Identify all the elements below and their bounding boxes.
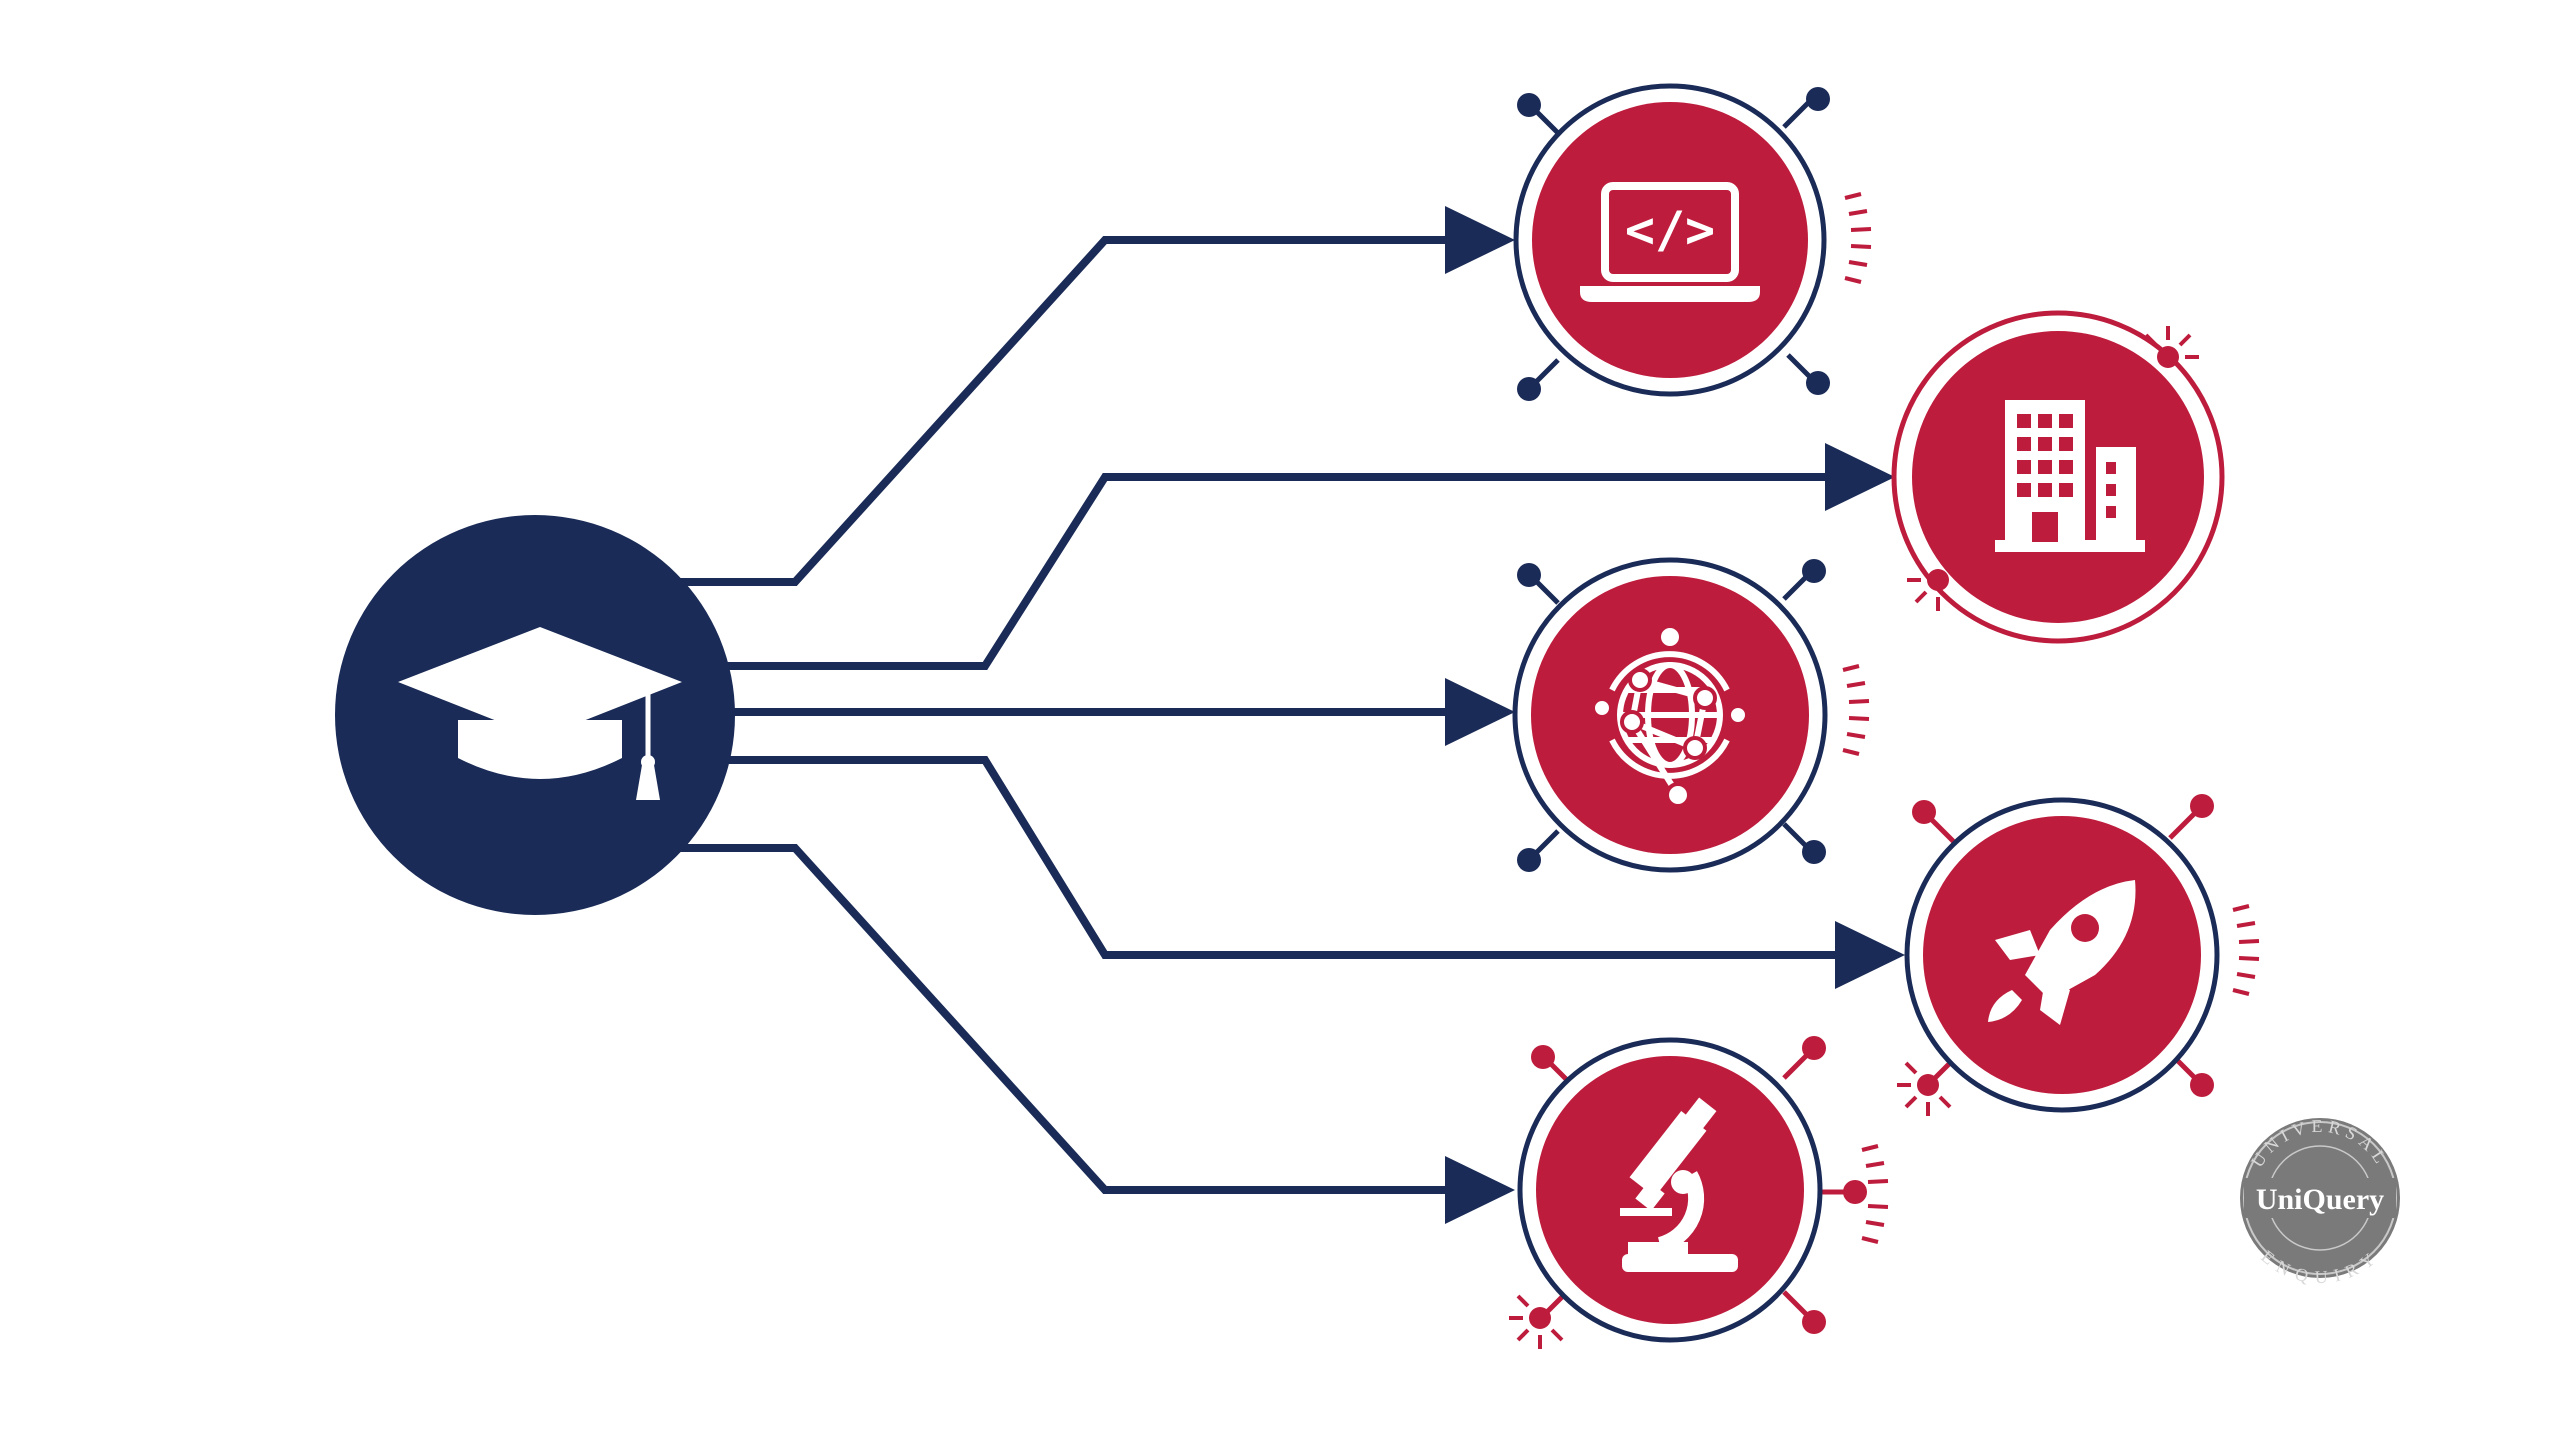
office-building-icon — [1995, 400, 2145, 552]
spark-burst-research — [1509, 1294, 1564, 1349]
connector-corporate — [700, 473, 1845, 670]
arrowheads — [1445, 206, 1905, 1224]
laptop-code-icon: </> — [1580, 182, 1760, 302]
connectors — [680, 236, 1855, 1194]
connector-software — [680, 236, 1455, 586]
node-startup — [1897, 794, 2260, 1116]
seal-name: UniQuery — [2256, 1183, 2384, 1216]
signal-marks-global — [1842, 664, 1870, 756]
arrowhead-software — [1445, 206, 1515, 274]
graduation-cap-icon — [398, 627, 682, 800]
node-corporate — [1891, 310, 2225, 644]
arrowhead-startup — [1835, 921, 1905, 989]
arrowhead-research — [1445, 1156, 1515, 1224]
node-software: </> — [1513, 83, 1872, 401]
signal-marks-research — [1861, 1144, 1889, 1244]
arrowhead-corporate — [1825, 443, 1895, 511]
network-nodes — [1591, 624, 1749, 808]
signal-marks-startup — [2232, 904, 2260, 996]
node-global — [1512, 557, 1870, 873]
microscope-icon — [1620, 1097, 1738, 1272]
code-glyph: </> — [1625, 201, 1715, 259]
signal-marks-software — [1844, 192, 1872, 284]
source-node — [335, 515, 735, 915]
node-research — [1509, 1036, 1889, 1349]
spark-burst-startup — [1897, 1061, 1952, 1116]
connector-startup — [700, 756, 1855, 959]
arrowhead-global — [1445, 678, 1515, 746]
rocket-icon — [1988, 880, 2136, 1025]
uniquery-seal: UNIVERSAL ENQUIRY UniQuery — [2240, 1116, 2400, 1287]
connector-research — [680, 844, 1455, 1194]
